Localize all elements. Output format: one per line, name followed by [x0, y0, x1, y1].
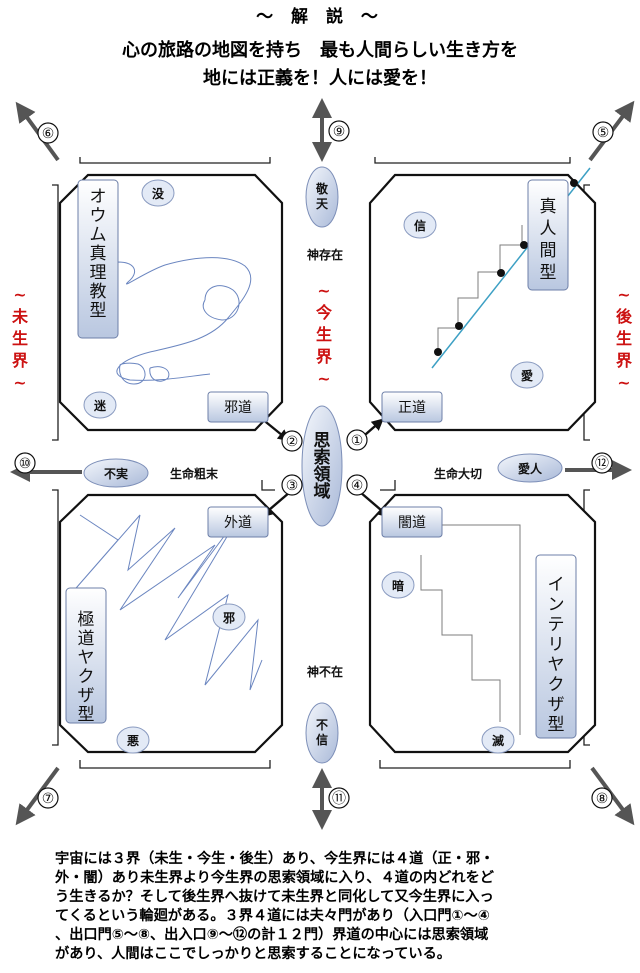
gate-5: ⑤ — [597, 125, 610, 141]
badge-sink: 没 — [152, 186, 165, 201]
caption-life-value: 生命大切 — [434, 466, 482, 481]
type-boxes — [65, 179, 577, 739]
gate-10: ⑩ — [19, 456, 32, 472]
box-intelli-yakuza-type — [535, 554, 577, 739]
gate-6: ⑥ — [42, 126, 55, 142]
btn-outer-path — [207, 506, 269, 538]
box-yakuza-type — [65, 587, 107, 724]
badge-lost: 迷 — [93, 398, 107, 413]
oval-core — [301, 405, 343, 527]
gate-4: ④ — [351, 478, 364, 494]
footer-line: う生きるか？そして後生界へ抜けて未生界と同化して又今生界に入っ — [55, 889, 494, 905]
zigzag-path — [69, 514, 263, 691]
rising-stairs — [437, 225, 523, 350]
oval-heaven-label: 敬天 — [315, 181, 329, 211]
path-buttons — [207, 391, 443, 538]
gate-9: ⑨ — [333, 124, 346, 140]
stair-path — [410, 524, 521, 735]
badges — [83, 179, 544, 754]
oval-disbelief-label: 不信 — [316, 718, 328, 747]
badge-ruin: 滅 — [492, 733, 504, 748]
outer-path-label: 外道 — [224, 515, 252, 531]
world-present: ~今生界~ — [315, 281, 332, 388]
oval-insincere — [83, 458, 149, 488]
badge-love: 愛 — [521, 368, 533, 383]
footer-line: てくるという輪廻がある。３界４道には夫々門があり（入口門①～④ — [55, 908, 490, 924]
gate-3: ③ — [286, 478, 299, 494]
box-true-human-type — [527, 179, 569, 291]
gate-7: ⑦ — [42, 791, 55, 807]
badge-trust: 信 — [414, 218, 426, 233]
btn-dark-path — [381, 506, 443, 538]
oval-insincere-label: 不実 — [104, 466, 128, 481]
diagonal-dots — [434, 179, 578, 356]
oval-heaven — [305, 166, 339, 228]
footer-line: があり、人間はここでしっかりと思索することになっている。 — [55, 946, 451, 962]
center-ovals — [83, 166, 563, 764]
oval-love-label: 愛人 — [518, 461, 543, 476]
core-label: 思索領域 — [314, 431, 332, 502]
gate-11: ⑪ — [332, 791, 346, 807]
badge-evil: 邪 — [222, 611, 235, 625]
world-unborn: ~未生界~ — [11, 285, 28, 392]
page-title: ～ 解 説 ～ — [256, 7, 384, 27]
headline-1: 心の旅路の地図を持ち 最も人間らしい生き方を — [122, 40, 518, 61]
headline-2: 地には正義を！人には愛を！ — [203, 68, 437, 89]
box-aum-type — [77, 179, 119, 339]
label-yakuza-type: 極道ヤクザ型 — [78, 610, 95, 725]
btn-evil-path — [207, 391, 269, 423]
oval-love — [497, 453, 563, 483]
badge-dark: 暗 — [392, 578, 404, 593]
label-intelli-yakuza-type: インテリヤクザ型 — [548, 575, 565, 735]
gate-2: ② — [286, 434, 299, 450]
gate-12: ⑫ — [595, 456, 609, 472]
gate-8: ⑧ — [596, 791, 609, 807]
oval-disbelief — [305, 702, 339, 764]
footer-line: 、出口門⑤～⑧、出入口⑨～⑫の計１２門）界道の中心には思索領域 — [55, 927, 489, 943]
dark-path-label: 闇道 — [398, 515, 426, 531]
right-path-label: 正道 — [398, 400, 426, 416]
explanation-text: 宇宙には３界（未生・今生・後生）あり、今生界には４道（正・邪・ 外・闇）あり未生… — [55, 850, 595, 964]
world-afterlife: ~後生界~ — [616, 285, 633, 392]
world-labels: ~未生界~ ~今生界~ ~後生界~ — [11, 281, 633, 392]
label-true-human-type: 真人間型 — [540, 197, 557, 283]
evil-path-label: 邪道 — [224, 400, 252, 416]
gate-labels: ⑥ ⑤ ⑦ ⑧ ⑨ ⑪ ⑩ ⑫ ① ② ③ ④ — [19, 124, 610, 807]
gate-circles — [14, 120, 614, 809]
gate-1: ① — [351, 433, 364, 449]
footer-line: 宇宙には３界（未生・今生・後生）あり、今生界には４道（正・邪・ — [55, 851, 495, 867]
caption-god-absent: 神不在 — [307, 664, 343, 679]
caption-life-neglect: 生命粗末 — [170, 466, 219, 481]
btn-right-path — [381, 391, 443, 423]
vertical-labels: オウム真理教型 真人間型 極道ヤクザ型 インテリヤクザ型 思索領域 敬天 不信 — [78, 181, 565, 747]
label-aum-type: オウム真理教型 — [90, 187, 107, 321]
footer-line: 外・闇）あり未生界より今生界の思索領域に入り、４道の内どれをど — [55, 870, 494, 886]
frame-bottom-left — [58, 493, 284, 754]
caption-god-exists: 神存在 — [307, 247, 343, 262]
badge-bad: 悪 — [127, 734, 139, 748]
